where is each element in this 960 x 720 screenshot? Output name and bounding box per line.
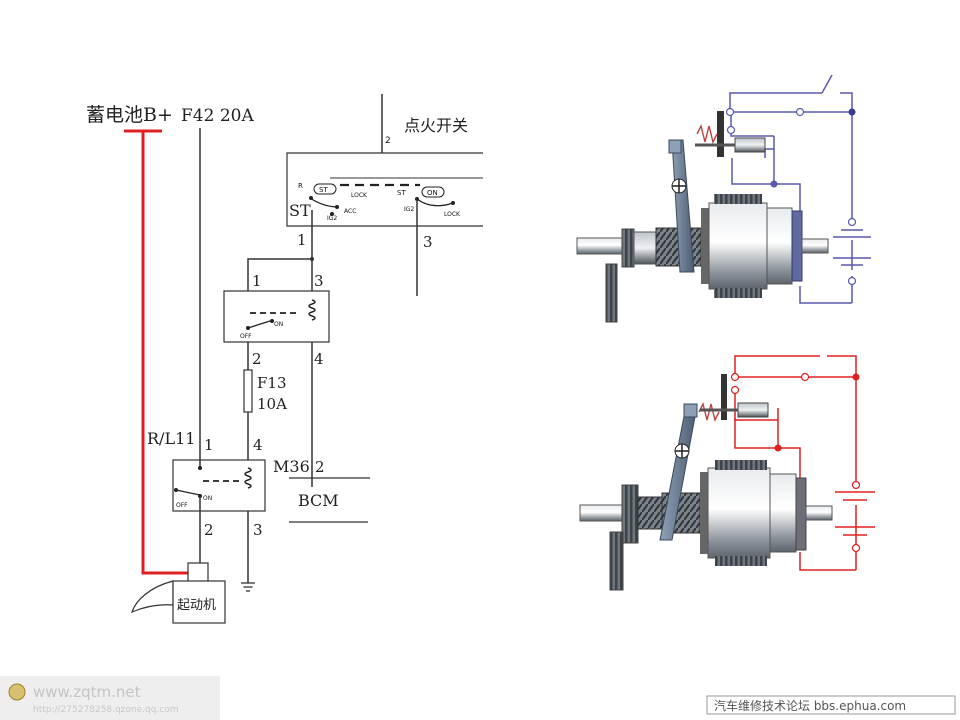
starter-label: 起动机 (177, 598, 216, 613)
relay2-box (172, 459, 266, 512)
starter-body (172, 580, 226, 624)
ignition-st-box (313, 183, 337, 195)
fuse-f13 (243, 369, 253, 413)
ignition-st-small: ST (319, 186, 328, 194)
relay2-pin-3: 3 (253, 521, 263, 539)
ignition-r-label: R (298, 182, 303, 190)
watermark-right: 汽车维修技术论坛 bbs.ephua.com (714, 698, 906, 713)
ignition-on-right: ON (427, 189, 438, 197)
relay1-off: OFF (240, 333, 252, 340)
ground-symbol (241, 582, 255, 592)
relay1-on: ON (274, 321, 283, 328)
ignition-pin-3: 3 (423, 233, 433, 251)
fuse-f13-line2: 10A (257, 395, 287, 413)
relay1-pin-1: 1 (252, 272, 262, 290)
ignition-switch-box (286, 152, 483, 227)
relay1-box (223, 290, 330, 343)
starter-solenoid-tab (187, 562, 209, 583)
relay2-pin-4: 4 (253, 436, 263, 454)
ignition-lock-right: LOCK (444, 211, 461, 218)
ignition-pin-1: 1 (297, 231, 307, 249)
fuse-main-label: F42 20A (181, 106, 254, 126)
ignition-switch-label: 点火开关 (404, 116, 468, 135)
ignition-ig2-right: IG2 (404, 206, 414, 213)
relay2-coil (244, 467, 252, 489)
battery-wire (141, 131, 191, 575)
ignition-st-label: ST (289, 201, 311, 220)
relay2-pin-1: 1 (204, 436, 214, 454)
fuse-f13-line1: F13 (257, 374, 287, 392)
watermark-left-bg (0, 676, 220, 720)
relay1-pin-3: 3 (314, 272, 324, 290)
relay1-pin-2: 2 (252, 350, 262, 368)
relay1-coil (308, 299, 316, 321)
watermark-right-box (706, 695, 956, 715)
ignition-out-1 (247, 210, 313, 291)
ignition-ig2-left: IG2 (327, 215, 337, 222)
ignition-st-right: ST (397, 189, 406, 197)
starter-illustration-on (579, 355, 875, 591)
ignition-acc: ACC (344, 208, 356, 215)
relay2-on: ON (203, 495, 212, 502)
m36-pin: 2 (315, 458, 325, 476)
starter-illustration-off (576, 74, 871, 323)
starter-pinion (131, 580, 174, 614)
ignition-on-box (421, 186, 445, 198)
ignition-pin-2: 2 (385, 136, 391, 146)
ignition-lock-left: LOCK (351, 192, 368, 199)
m36-name: M36 (273, 457, 310, 476)
relay2-name: R/L11 (147, 429, 195, 448)
relay1-pin-4: 4 (314, 350, 324, 368)
relay2-pin-2: 2 (204, 521, 214, 539)
relay2-off: OFF (176, 502, 188, 509)
watermark-left-site: www.zqtm.net (33, 683, 141, 701)
watermark-logo-icon (8, 683, 26, 701)
bcm-label: BCM (298, 491, 339, 510)
battery-label: 蓄电池B+ (86, 104, 173, 126)
watermark-left-sub: http://275278258.qzone.qq.com (33, 705, 179, 715)
